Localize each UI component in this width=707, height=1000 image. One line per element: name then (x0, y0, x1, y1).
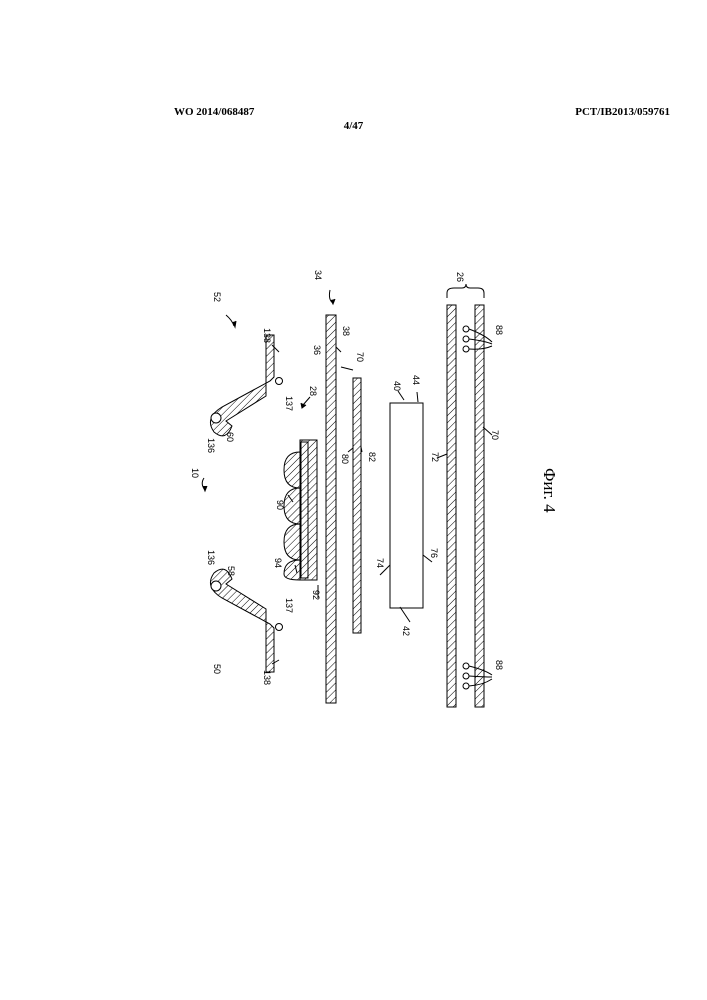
label-136-upper: 136 (206, 438, 216, 453)
label-50: 50 (212, 664, 222, 674)
layer-80 (353, 378, 361, 633)
layer-72 (447, 305, 456, 707)
layer-34 (326, 315, 336, 703)
label-70-upper: 70 (355, 352, 365, 362)
label-52: 52 (212, 292, 222, 302)
label-138-lower: 138 (262, 670, 272, 685)
core-block (390, 403, 423, 608)
label-94: 94 (273, 558, 283, 568)
label-58: 58 (226, 566, 236, 576)
label-82: 82 (367, 452, 377, 462)
label-10: 10 (190, 468, 200, 478)
label-28: 28 (308, 386, 318, 396)
label-90: 90 (275, 500, 285, 510)
label-136-lower: 136 (206, 550, 216, 565)
label-72: 72 (430, 452, 440, 462)
label-44: 44 (411, 375, 421, 385)
label-137-upper: 137 (284, 396, 294, 411)
label-26: 26 (455, 272, 465, 282)
label-92: 92 (311, 590, 321, 600)
label-137-lower: 137 (284, 598, 294, 613)
label-88-top: 88 (494, 325, 504, 335)
clip-50 (210, 569, 282, 672)
layer-70 (475, 305, 484, 707)
figure-labels: 10 26 28 34 36 38 40 42 44 50 52 58 60 7… (190, 270, 559, 685)
figure-caption: Фиг. 4 (540, 468, 559, 513)
label-34: 34 (313, 270, 323, 280)
label-138-upper: 138 (262, 328, 272, 343)
label-80: 80 (340, 454, 350, 464)
label-36: 36 (312, 345, 322, 355)
label-88-bottom: 88 (494, 660, 504, 670)
component-28 (284, 440, 317, 580)
label-70-lower: 70 (490, 430, 500, 440)
clip-52 (210, 335, 282, 436)
label-76: 76 (429, 548, 439, 558)
bracket-26 (447, 284, 484, 298)
label-40: 40 (392, 381, 402, 391)
label-74: 74 (375, 558, 385, 568)
label-60: 60 (225, 432, 235, 442)
label-42: 42 (401, 626, 411, 636)
label-38: 38 (341, 326, 351, 336)
